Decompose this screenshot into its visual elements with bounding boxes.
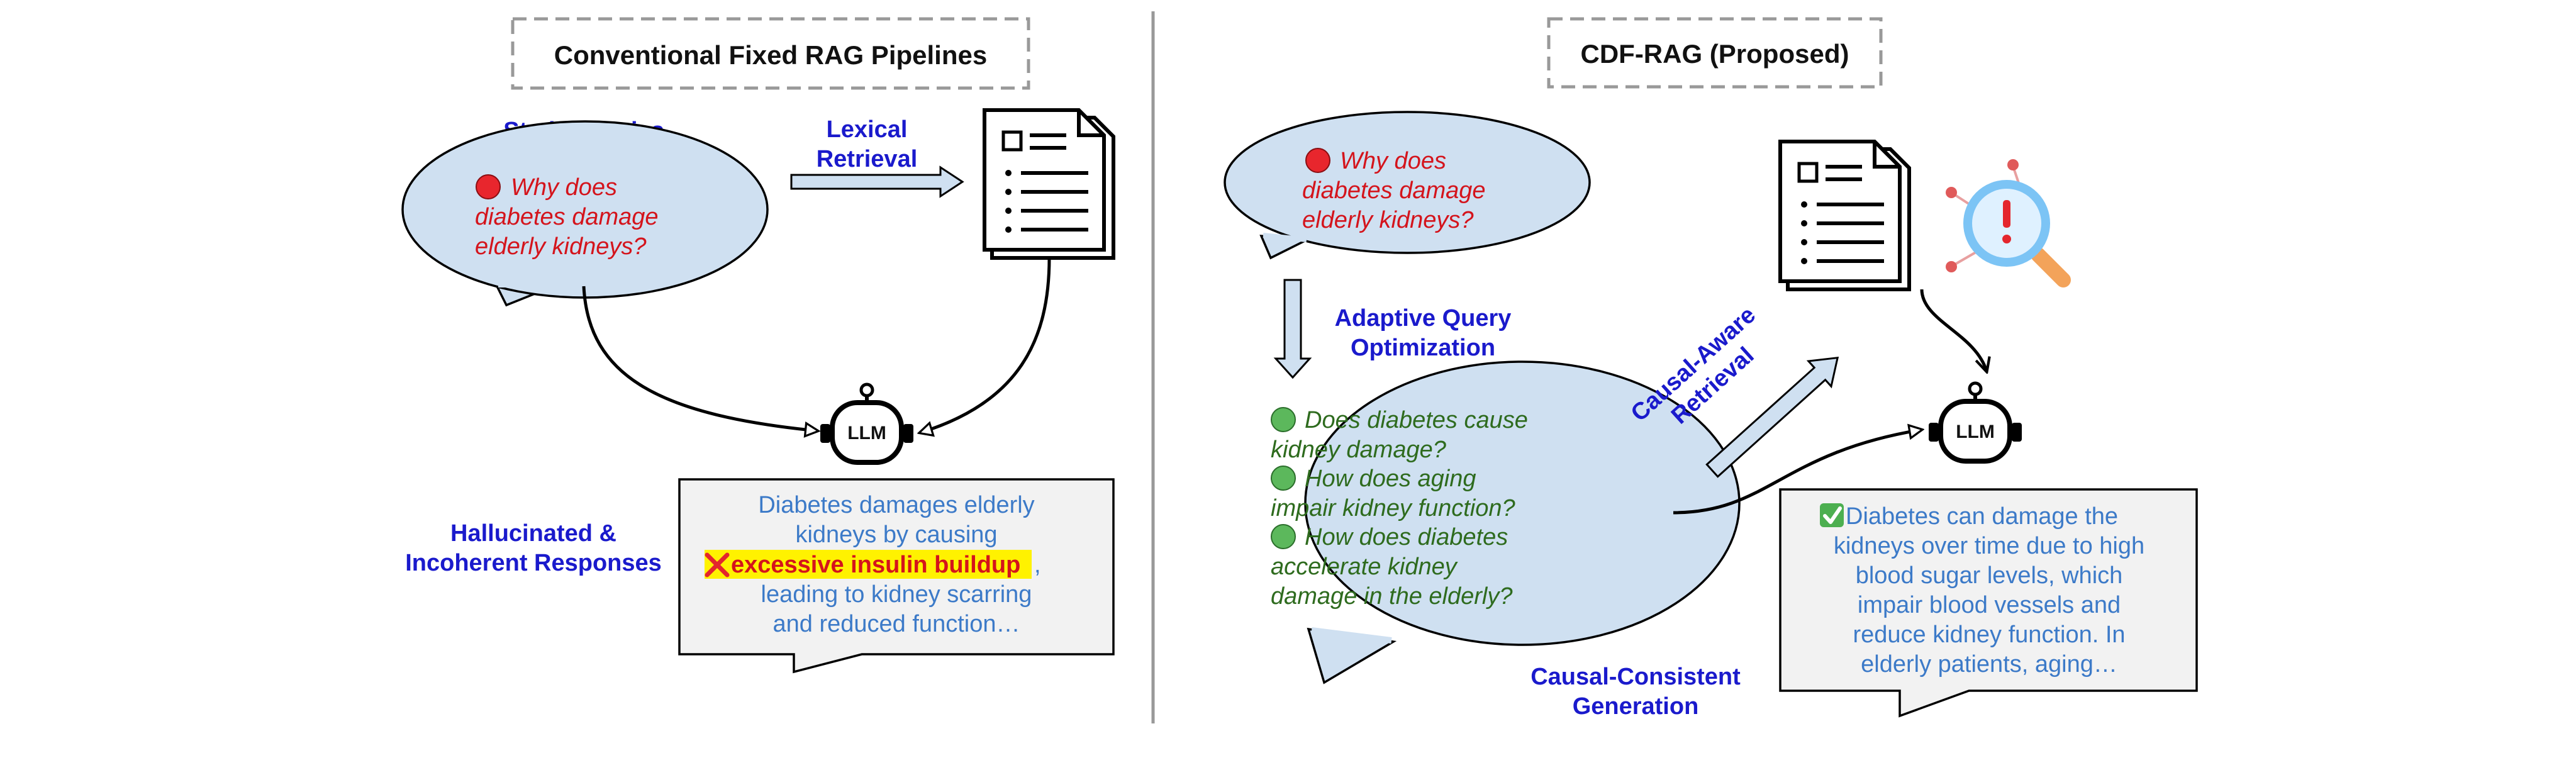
robot-icon: LLM [1929,381,2022,464]
red-cross-icon [705,552,730,578]
right-title-box [1547,17,1883,89]
magnifier-alert-icon [1946,159,2071,287]
hallucinated-label-1: Hallucinated & [450,520,616,547]
causal-consistent-label-2: Generation [1573,693,1699,720]
left-answer-comma: , [1034,552,1041,578]
sub-question-2-line-2: impair kidney function? [1271,495,1516,522]
left-title: Conventional Fixed RAG Pipelines [554,40,987,70]
left-question-bubble: Why does diabetes damage elderly kidneys… [401,120,769,307]
causal-retrieval-arrow [1705,356,1839,478]
right-answer-line-3: blood sugar levels, which [1856,562,2123,589]
left-answer-line-1: Diabetes damages elderly [758,492,1034,518]
causal-consistent-label-1: Causal-Consistent [1531,664,1741,690]
docs-to-llm-arrow [920,257,1051,433]
query-to-llm-arrow [582,286,818,431]
sub-question-1-line-1: Does diabetes cause [1305,407,1528,433]
right-panel: CDF-RAG (Proposed) Why does diabetes dam… [1224,17,2198,720]
green-circle-icon [1271,524,1296,549]
adaptive-query-arrow [1273,279,1312,379]
green-circle-icon [1271,466,1296,491]
search-to-llm-arrow [1920,289,1987,371]
left-answer-line-4: leading to kidney scarring [761,581,1032,608]
sub-question-1-line-2: kidney damage? [1271,437,1447,463]
sub-question-bubble: Does diabetes cause kidney damage? How d… [1271,360,1741,684]
right-answer-line-6: elderly patients, aging… [1861,651,2117,678]
lexical-retrieval-label-1: Lexical [827,116,908,143]
right-answer-line-1: Diabetes can damage the [1846,503,2118,530]
adaptive-query-label-1: Adaptive Query [1335,305,1512,332]
left-question-line-2: diabetes damage [475,204,659,230]
document-icon [983,108,1115,260]
highlight-mark [705,550,1032,579]
sub-question-3-line-1: How does diabetes [1305,524,1508,550]
left-answer-highlight: excessive insulin buildup [731,552,1020,578]
right-question-line-1: Why does [1340,148,1446,174]
left-question-line-1: Why does [511,174,617,201]
adaptive-query-label-2: Optimization [1351,335,1495,361]
sub-question-3-line-3: damage in the elderly? [1271,583,1513,610]
left-answer-line-2: kidneys by causing [795,522,997,548]
right-answer-line-5: reduce kidney function. In [1853,622,2125,648]
subquestions-to-llm-arrow [1673,430,1922,515]
hallucinated-label-2: Incoherent Responses [405,550,662,576]
right-question-line-2: diabetes damage [1302,177,1486,204]
left-llm-label: LLM [847,423,886,444]
right-question-line-3: elderly kidneys? [1302,207,1474,233]
left-panel: Conventional Fixed RAG Pipelines Static … [401,17,1115,674]
document-icon [1778,140,1911,291]
green-check-icon [1820,503,1844,527]
lexical-retrieval-label-2: Retrieval [817,146,918,172]
right-question-bubble: Why does diabetes damage elderly kidneys… [1224,111,1591,260]
right-answer-line-4: impair blood vessels and [1858,592,2121,618]
right-llm-label: LLM [1956,421,1995,442]
red-circle-icon [1305,148,1330,173]
left-answer-line-5: and reduced function… [773,611,1020,637]
sub-question-3-line-2: accelerate kidney [1271,554,1458,580]
sub-question-2-line-1: How does aging [1305,466,1476,492]
robot-icon: LLM [820,382,913,465]
left-answer-box: Diabetes damages elderly kidneys by caus… [678,478,1115,674]
left-title-box [511,17,1030,90]
right-answer-line-2: kidneys over time due to high [1834,533,2144,559]
right-title: CDF-RAG (Proposed) [1581,39,1849,69]
lexical-retrieval-arrow [790,165,964,198]
red-circle-icon [476,174,501,199]
right-answer-box: Diabetes can damage the kidneys over tim… [1779,488,2198,718]
left-question-line-3: elderly kidneys? [475,233,647,260]
green-circle-icon [1271,407,1296,432]
